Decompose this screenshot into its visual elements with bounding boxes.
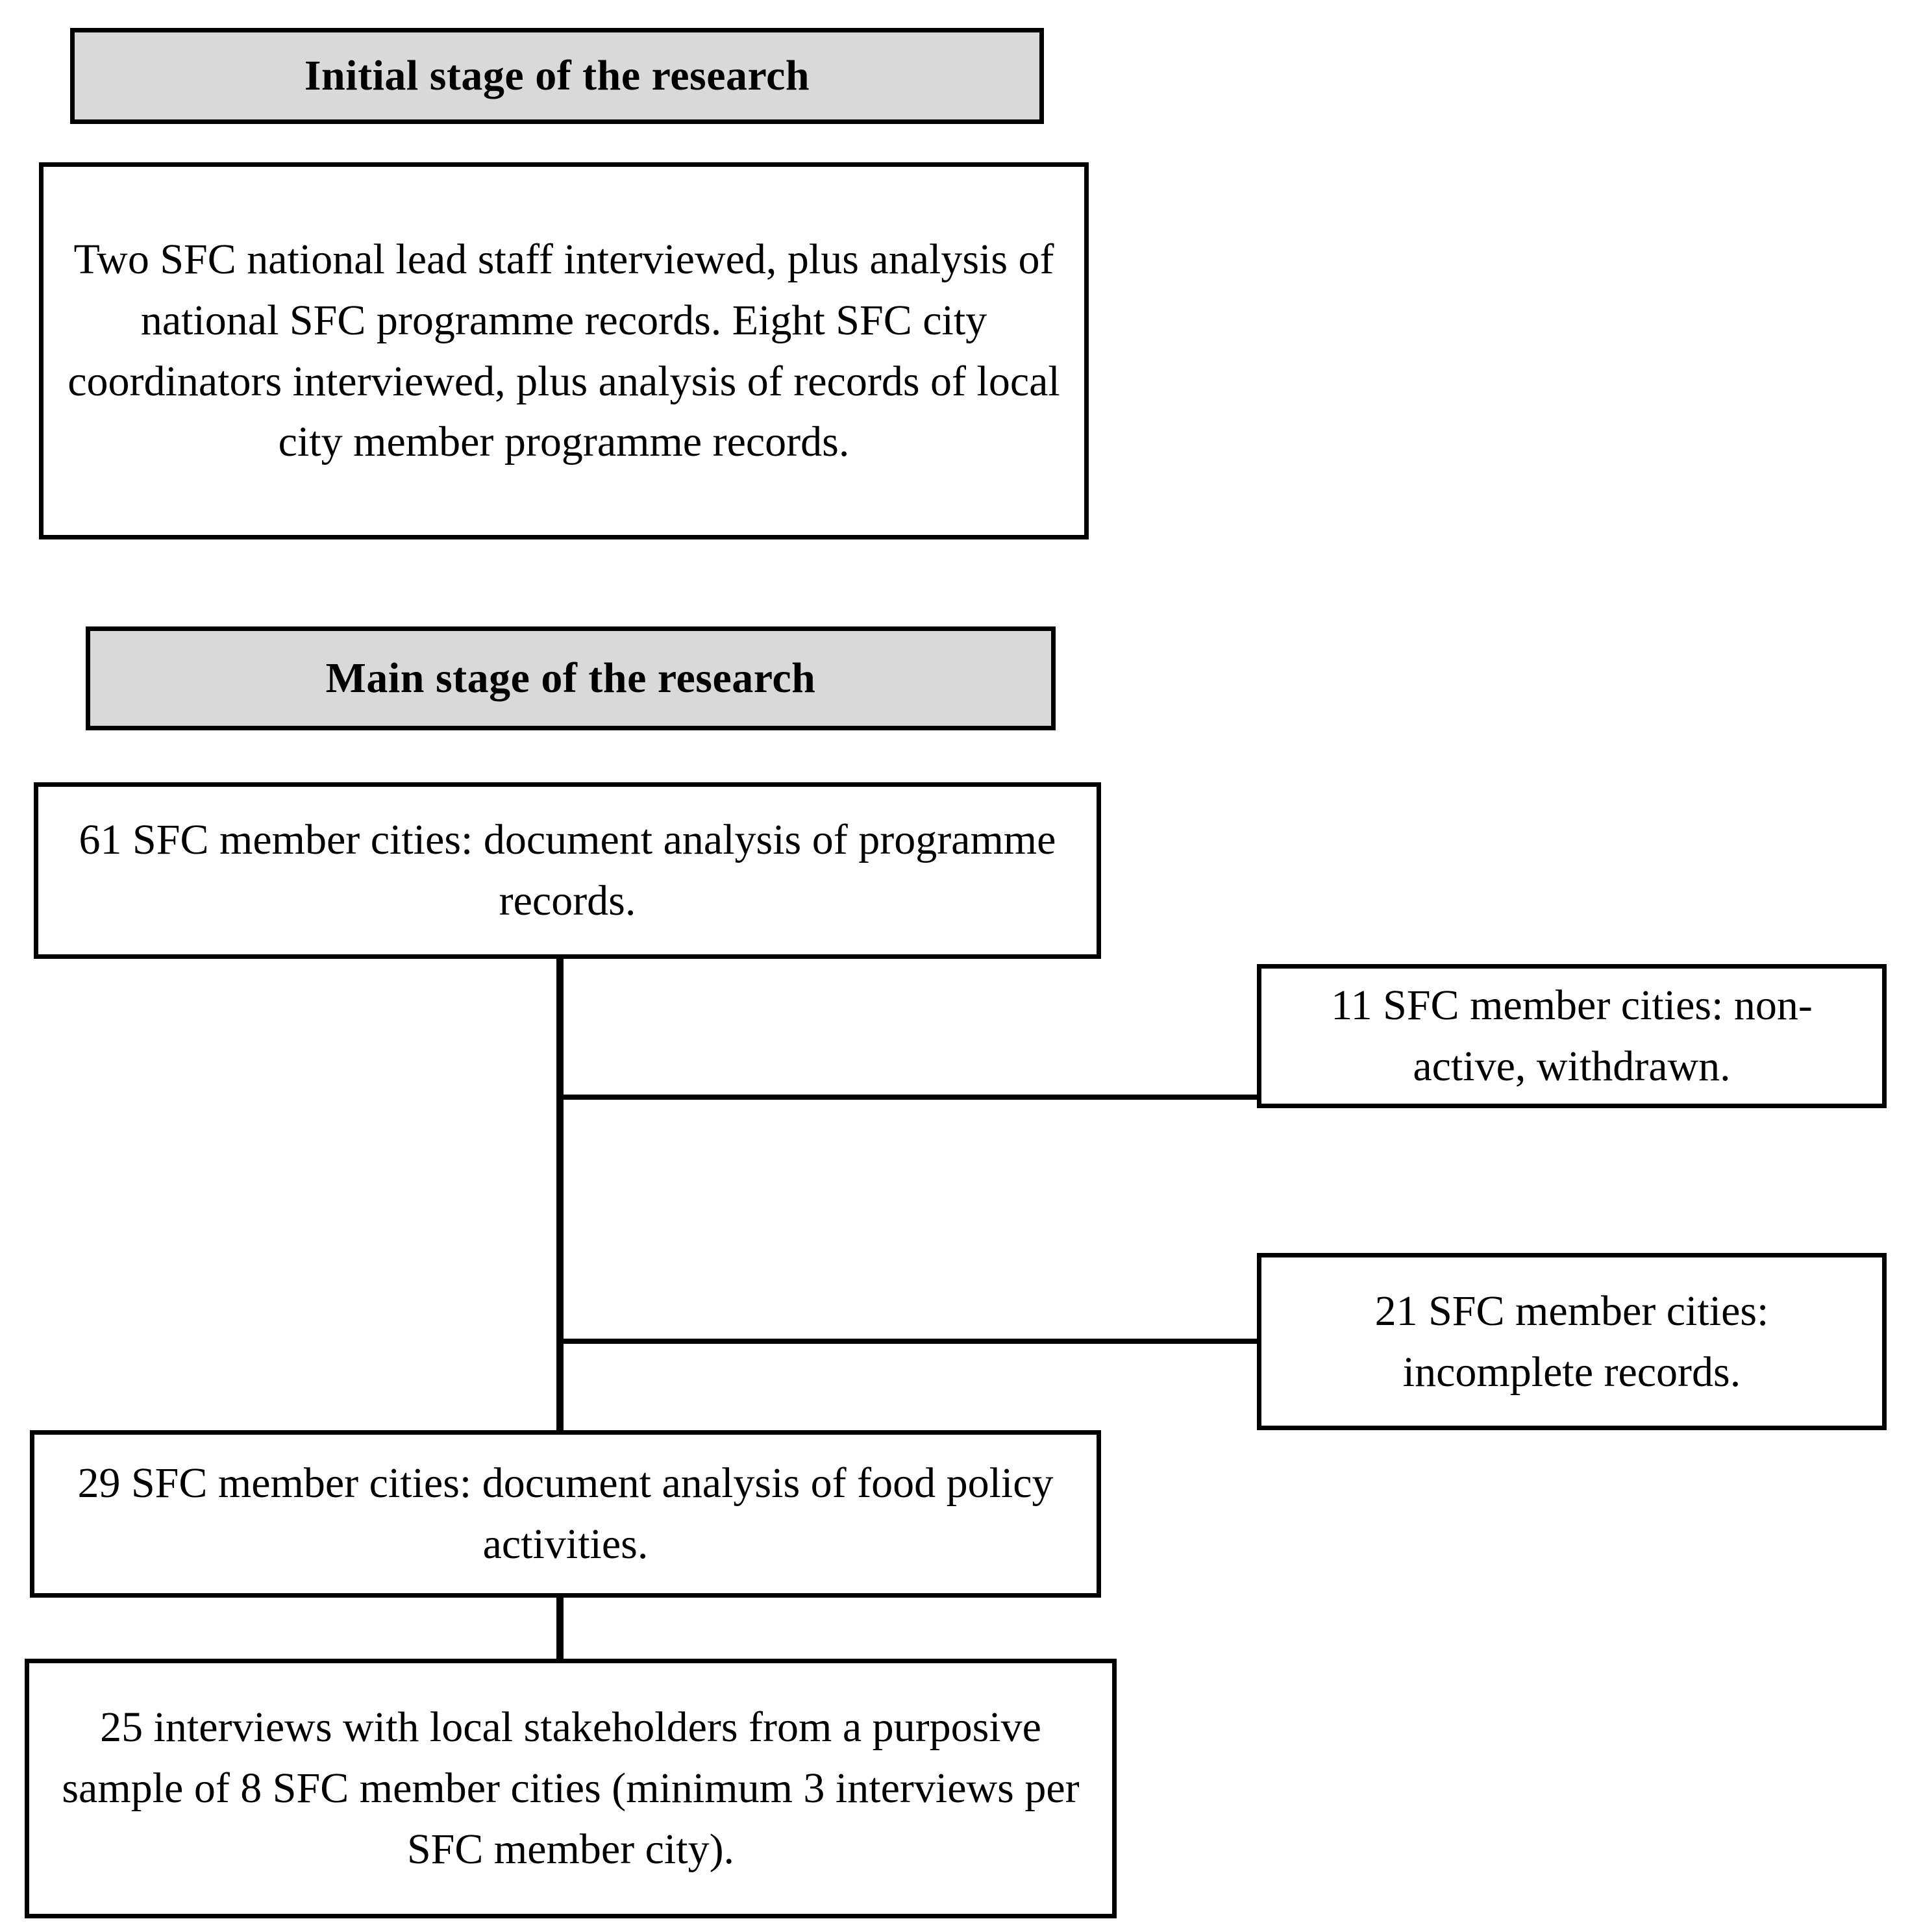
node-29-member-cities: 29 SFC member cities: document analysis … [30,1430,1101,1598]
vertical-flow-stem [556,959,564,1431]
node-61-member-cities-text: 61 SFC member cities: document analysis … [79,816,1056,924]
main-stage-header-box: Main stage of the research [86,626,1056,730]
initial-stage-header-box: Initial stage of the research [70,28,1044,124]
node-25-interviews-text: 25 interviews with local stakeholders fr… [62,1703,1080,1873]
node-21-incomplete-records: 21 SFC member cities: incomplete records… [1257,1253,1887,1430]
node-25-interviews: 25 interviews with local stakeholders fr… [25,1659,1117,1918]
node-29-member-cities-text: 29 SFC member cities: document analysis … [77,1459,1054,1568]
branch-to-incomplete-records [556,1339,1261,1344]
main-stage-header-label: Main stage of the research [325,654,816,702]
initial-stage-header-label: Initial stage of the research [304,52,810,100]
initial-stage-body-box: Two SFC national lead staff interviewed,… [39,162,1089,539]
node-11-non-active-cities: 11 SFC member cities: non-active, withdr… [1257,964,1887,1108]
link-29-cities-to-25-interviews [556,1598,564,1660]
branch-to-non-active-cities [556,1095,1261,1100]
initial-stage-body-text: Two SFC national lead staff interviewed,… [68,236,1060,466]
node-11-non-active-cities-text: 11 SFC member cities: non-active, withdr… [1331,982,1813,1090]
node-61-member-cities: 61 SFC member cities: document analysis … [34,782,1101,959]
node-21-incomplete-records-text: 21 SFC member cities: incomplete records… [1374,1287,1769,1396]
